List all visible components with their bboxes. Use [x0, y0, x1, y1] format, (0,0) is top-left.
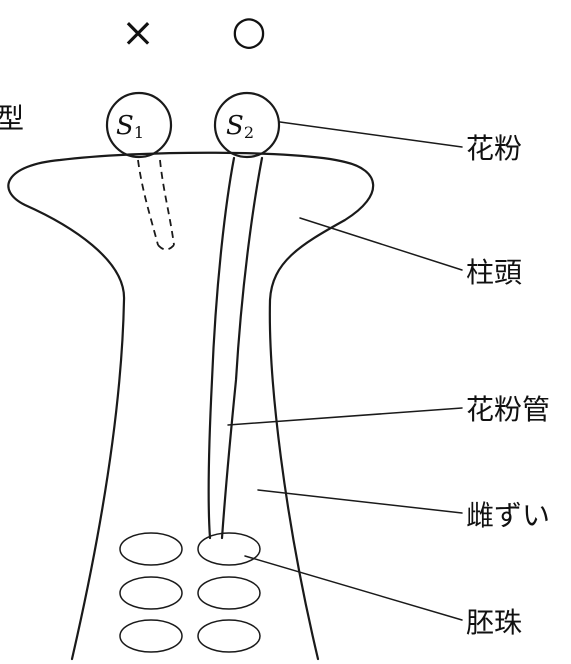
ovule-4	[198, 577, 260, 609]
leader-pollen	[280, 122, 462, 147]
incompatible-mark: ×	[121, 10, 155, 56]
compatible-mark: ○	[232, 8, 267, 54]
ovule-2	[198, 533, 260, 565]
label-ovule: 胚珠	[466, 606, 522, 639]
leader-pollen-tube	[228, 408, 462, 425]
label-stigma: 柱頭	[466, 256, 522, 289]
ovule-1	[120, 533, 182, 565]
ovule-5	[120, 620, 182, 652]
label-pollen: 花粉	[466, 132, 522, 165]
pollen-tube-left	[209, 158, 234, 538]
pistil-outline	[8, 153, 373, 659]
s1-inhibited-tube-tip	[158, 245, 174, 250]
pollen-grain-s2-label: S2	[226, 111, 254, 142]
leader-ovule	[245, 556, 462, 620]
label-pollen-tube: 花粉管	[466, 393, 550, 426]
pollen-tube-right	[222, 158, 262, 538]
ovule-6	[198, 620, 260, 652]
s1-inhibited-tube-inner	[160, 160, 174, 245]
partial-label: 型	[0, 102, 24, 135]
label-pistil: 雌ずい	[466, 499, 550, 532]
pollen-grain-s1-label: S1	[116, 111, 144, 142]
leader-stigma	[300, 218, 462, 270]
s1-inhibited-tube-outer	[138, 160, 158, 245]
ovule-3	[120, 577, 182, 609]
